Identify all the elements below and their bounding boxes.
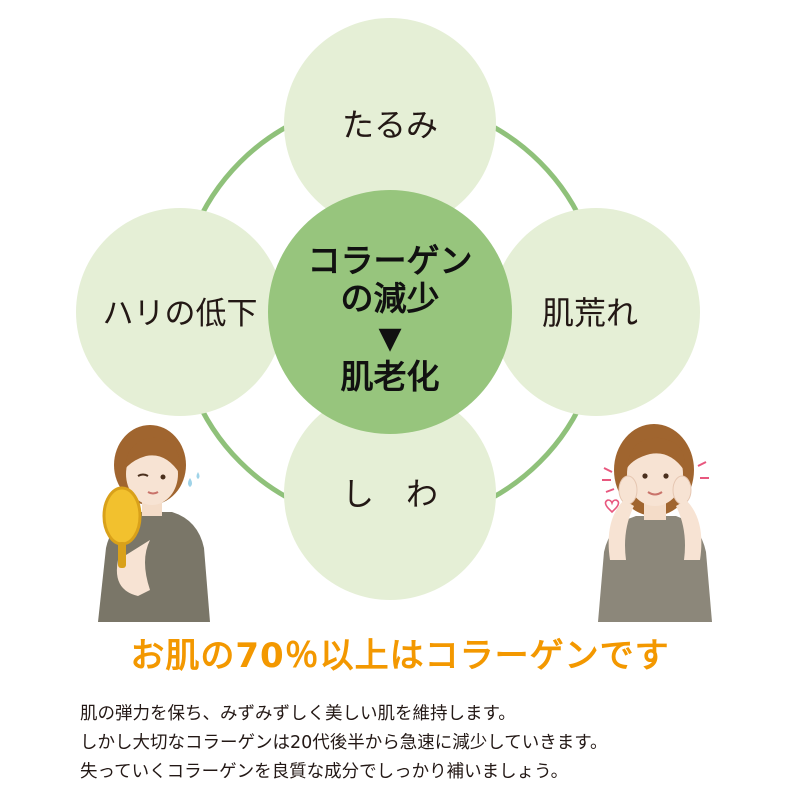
center-arrow: ▼ bbox=[378, 321, 401, 356]
body-line-3: 失っていくコラーゲンを良質な成分でしっかり補いましょう。 bbox=[80, 762, 569, 782]
center-node-circle bbox=[268, 190, 512, 434]
node-left-circle bbox=[76, 208, 284, 416]
node-top-label: たるみ bbox=[342, 106, 438, 144]
node-bottom-label: し わ bbox=[342, 475, 438, 513]
node-right-label: 肌荒れ bbox=[542, 294, 638, 332]
center-node: コラーゲン の減少 ▼ 肌老化 bbox=[268, 190, 512, 434]
center-line-3: 肌老化 bbox=[341, 357, 440, 396]
woman-with-mirror-illustration bbox=[98, 425, 210, 622]
node-right-circle bbox=[492, 208, 700, 416]
node-right: 肌荒れ bbox=[492, 208, 700, 416]
node-top: たるみ bbox=[284, 18, 496, 230]
collagen-diagram: たるみ ハリの低下 肌荒れ し わ コラーゲン の減少 ▼ 肌老化 bbox=[76, 18, 712, 622]
node-bottom-circle bbox=[284, 388, 496, 600]
node-left: ハリの低下 bbox=[76, 208, 284, 416]
woman-touching-cheeks-illustration bbox=[598, 424, 712, 622]
body-text: 肌の弾力を保ち、みずみずしく美しい肌を維持します。 しかし大切なコラーゲンは20… bbox=[80, 700, 740, 787]
node-bottom: し わ bbox=[284, 388, 496, 600]
node-top-circle bbox=[284, 18, 496, 230]
node-left-label: ハリの低下 bbox=[103, 296, 258, 332]
body-line-2: しかし大切なコラーゲンは20代後半から急速に減少していきます。 bbox=[80, 733, 608, 753]
center-line-1: コラーゲン bbox=[308, 241, 473, 280]
body-line-1: 肌の弾力を保ち、みずみずしく美しい肌を維持します。 bbox=[80, 704, 516, 724]
center-line-2: の減少 bbox=[341, 279, 440, 318]
headline: お肌の70％以上はコラーゲンです bbox=[130, 636, 670, 676]
